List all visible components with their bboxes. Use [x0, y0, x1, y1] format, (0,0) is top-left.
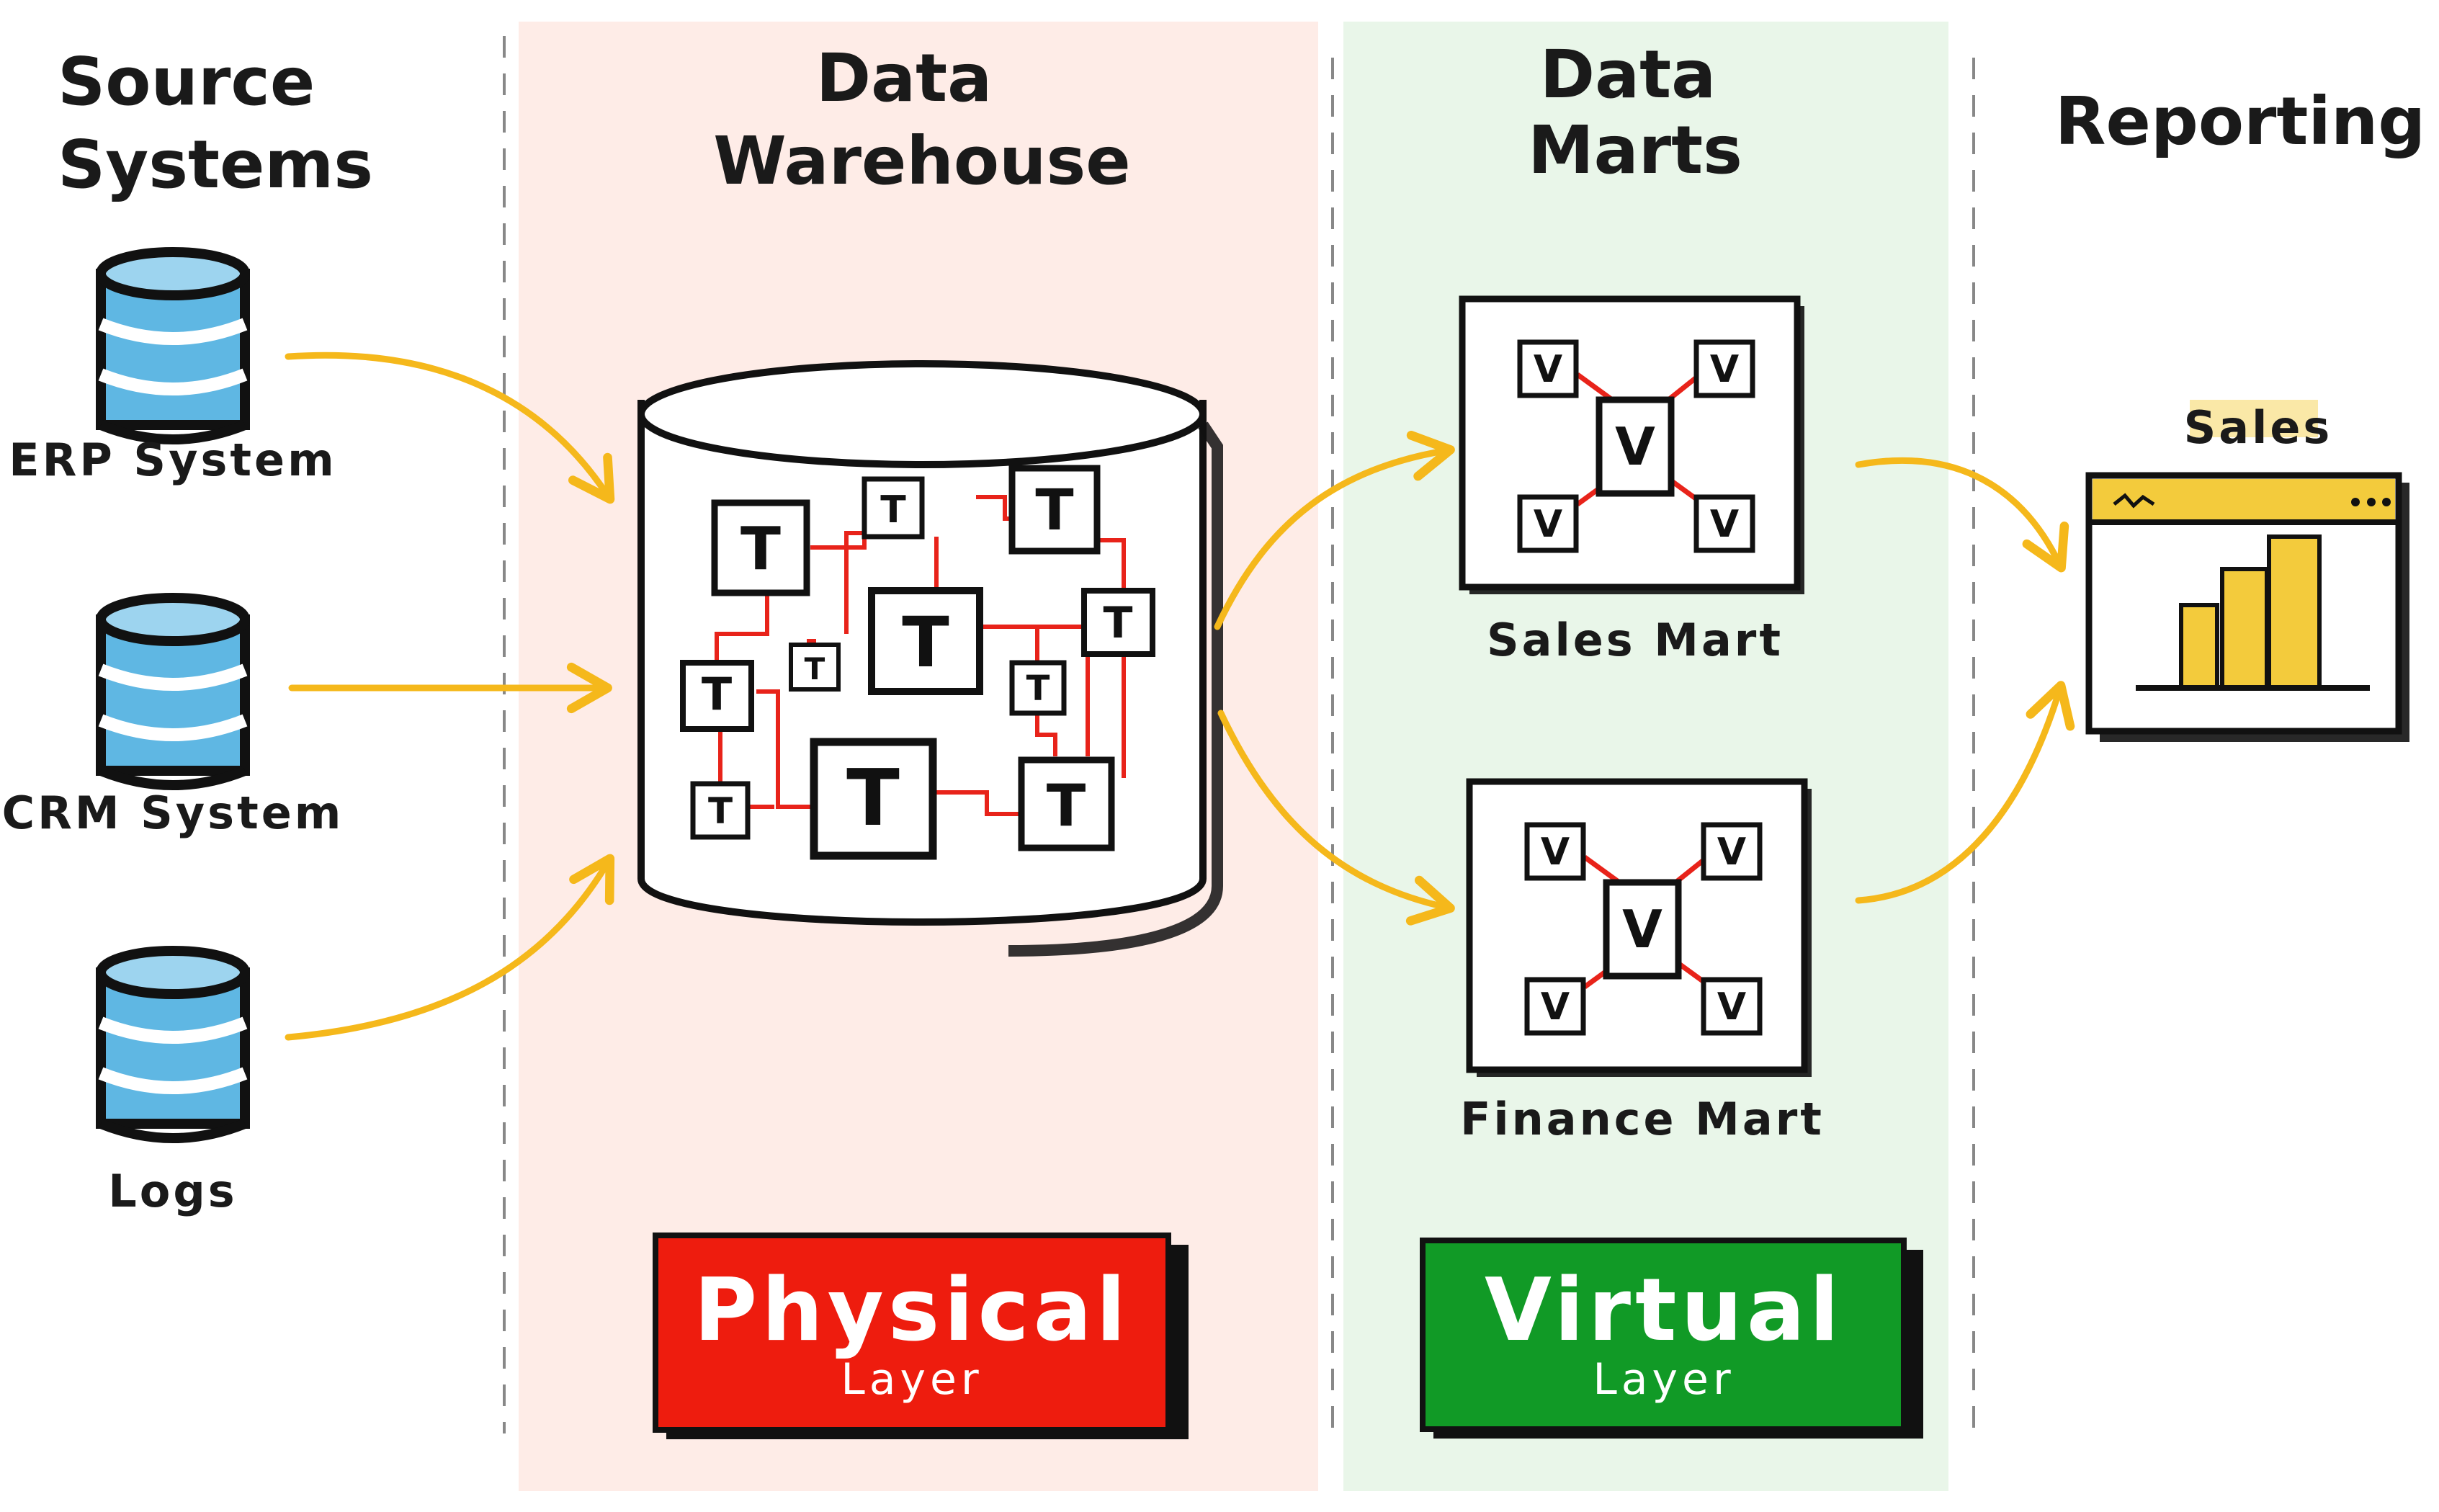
table-node: T — [1008, 465, 1101, 555]
view-node: V — [1524, 822, 1586, 881]
database-icon — [101, 951, 245, 1138]
svg-text:T: T — [702, 668, 732, 720]
sales-mart: V V V V V Sales Mart — [1459, 295, 1804, 666]
arrow-warehouse-to-sales-mart — [1214, 431, 1455, 630]
svg-text:T: T — [846, 753, 900, 844]
svg-text:V: V — [1717, 831, 1746, 874]
svg-text:V: V — [1622, 899, 1662, 959]
view-node: V — [1517, 339, 1579, 398]
heading-warehouse-line1: Data — [816, 40, 993, 117]
heading-source-line2: Systems — [58, 126, 373, 203]
table-node: T — [862, 476, 925, 540]
svg-text:T: T — [805, 651, 825, 686]
database-icon — [101, 598, 245, 785]
table-node: T — [711, 499, 810, 596]
svg-text:T: T — [1104, 598, 1133, 648]
physical-layer-subtitle: Layer — [841, 1354, 983, 1405]
source-crm: CRM System — [2, 598, 344, 839]
arrow-sales-mart-to-report — [1855, 457, 2069, 573]
browser-chart-icon — [2085, 472, 2409, 742]
sales-mart-label: Sales Mart — [1487, 614, 1784, 666]
view-node: V — [1693, 339, 1755, 398]
table-node: T — [1009, 660, 1067, 716]
heading-marts-line1: Data — [1540, 36, 1717, 113]
source-erp: ERP System — [9, 252, 336, 486]
view-node: V — [1517, 494, 1579, 553]
table-node: T — [810, 738, 937, 860]
svg-text:T: T — [902, 602, 949, 683]
table-node: T — [1081, 588, 1155, 657]
source-label-crm: CRM System — [2, 787, 344, 839]
heading-reporting: Reporting — [2055, 83, 2426, 160]
view-node: V — [1596, 396, 1675, 497]
table-node: T — [680, 660, 754, 732]
table-node: T — [868, 587, 983, 695]
table-node: T — [789, 643, 841, 692]
view-node: V — [1701, 977, 1763, 1036]
arrow-finance-mart-to-report — [1855, 681, 2075, 904]
heading-warehouse-line2: Warehouse — [713, 122, 1130, 200]
virtual-layer-title: Virtual — [1485, 1261, 1843, 1361]
source-label-erp: ERP System — [9, 434, 336, 486]
report-label: Sales — [2184, 401, 2333, 454]
table-node: T — [1018, 756, 1115, 851]
svg-text:V: V — [1710, 348, 1739, 391]
view-node: V — [1693, 494, 1755, 553]
physical-layer-box: Physical Layer — [653, 1233, 1189, 1439]
heading-marts-line2: Marts — [1528, 112, 1742, 189]
arrow-erp-to-warehouse — [285, 352, 615, 504]
virtual-layer-subtitle: Layer — [1593, 1354, 1735, 1405]
virtual-layer-box: Virtual Layer — [1420, 1238, 1923, 1439]
view-node: V — [1603, 879, 1682, 980]
svg-text:T: T — [740, 515, 781, 583]
database-icon — [101, 252, 245, 439]
view-node: V — [1524, 977, 1586, 1036]
arrow-warehouse-to-finance-mart — [1217, 710, 1455, 926]
view-node: V — [1701, 822, 1763, 881]
heading-source-line1: Source — [58, 43, 315, 120]
report: Sales — [2085, 400, 2409, 742]
svg-text:T: T — [1026, 668, 1050, 709]
svg-text:V: V — [1541, 831, 1570, 874]
svg-text:V: V — [1534, 348, 1562, 391]
arrow-logs-to-warehouse — [285, 854, 615, 1041]
svg-text:T: T — [708, 790, 733, 832]
svg-text:V: V — [1717, 985, 1746, 1029]
table-node: T — [690, 781, 751, 840]
svg-text:V: V — [1710, 503, 1739, 546]
svg-text:T: T — [1047, 772, 1086, 839]
source-label-logs: Logs — [108, 1165, 237, 1217]
svg-text:T: T — [1035, 478, 1073, 543]
source-logs: Logs — [101, 951, 245, 1217]
physical-layer-title: Physical — [694, 1261, 1129, 1361]
svg-text:V: V — [1541, 985, 1570, 1029]
svg-text:V: V — [1615, 416, 1655, 477]
svg-text:T: T — [880, 488, 906, 532]
finance-mart-label: Finance Mart — [1460, 1093, 1825, 1145]
svg-text:V: V — [1534, 503, 1562, 546]
finance-mart: V V V V V Finance Mart — [1460, 778, 1825, 1145]
